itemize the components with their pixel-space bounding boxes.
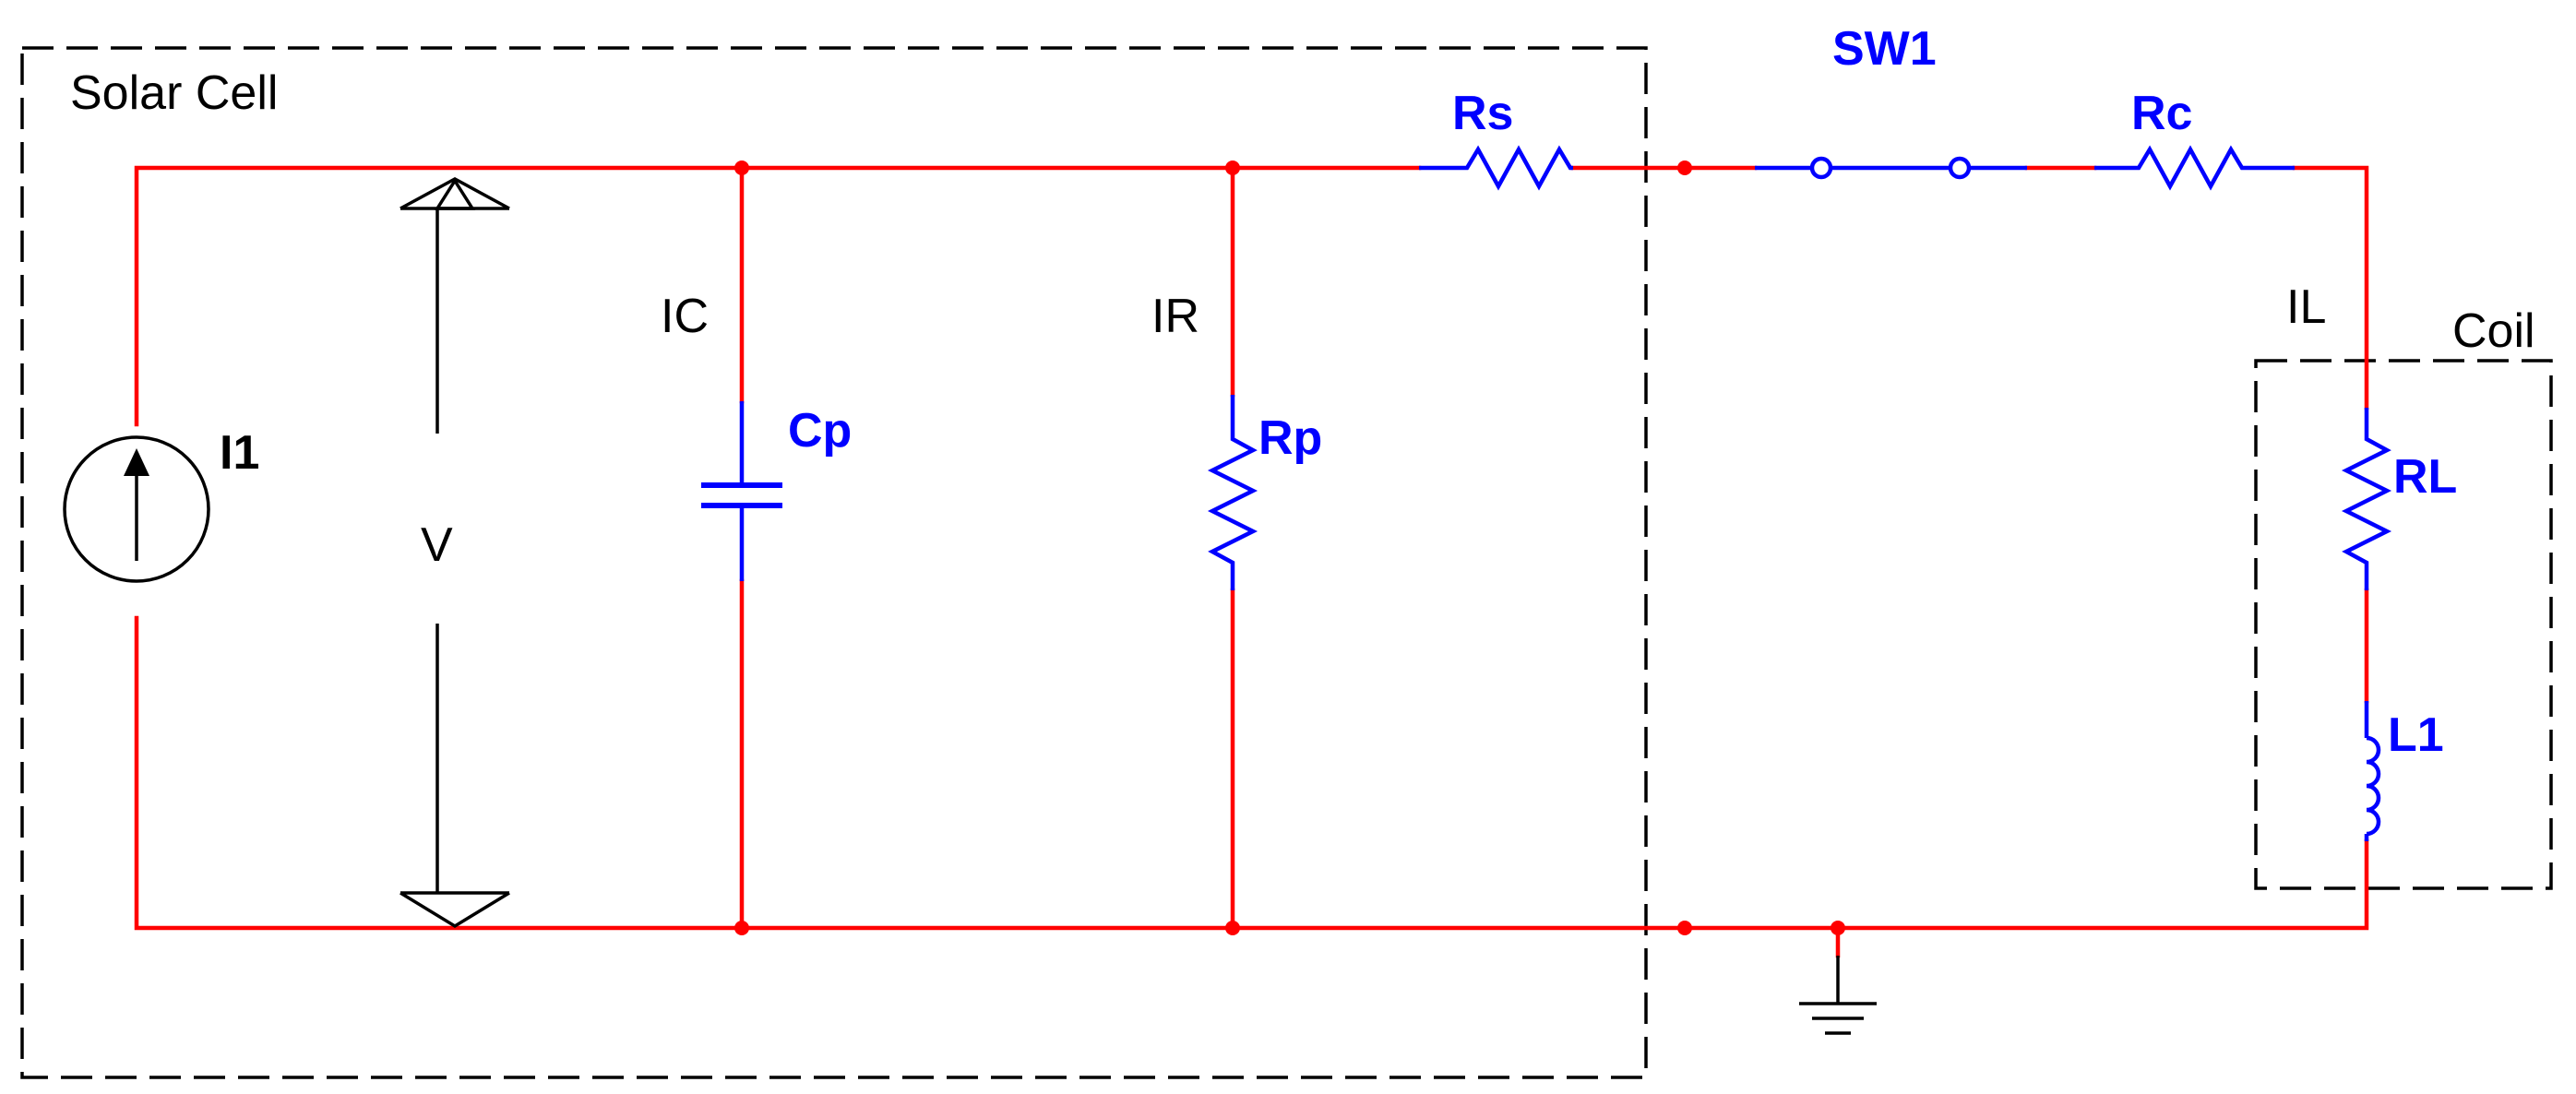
voltage-arrow	[400, 177, 510, 929]
coil-label: Coil	[2452, 304, 2535, 358]
resistor-rp	[1207, 395, 1258, 590]
ground-symbol	[1799, 956, 1877, 1035]
rp-label: Rp	[1258, 411, 1322, 465]
junction-dot	[1831, 921, 1845, 935]
cp-label: Cp	[788, 404, 852, 458]
junction-dot	[1225, 161, 1240, 175]
current-source-i1	[63, 435, 210, 583]
rs-label: Rs	[1452, 87, 1513, 140]
junction-dot	[1677, 161, 1692, 175]
voltage-label: V	[421, 518, 453, 572]
i1-label: I1	[220, 426, 259, 480]
junction-dot	[1225, 921, 1240, 935]
wires	[134, 165, 2369, 958]
il-label: IL	[2286, 280, 2326, 334]
ir-label: IR	[1151, 290, 1199, 343]
rc-label: Rc	[2131, 87, 2192, 140]
solar-cell-boundary	[20, 46, 1648, 1079]
junction-dot	[734, 161, 749, 175]
sw1-label: SW1	[1832, 22, 1937, 76]
junctions	[734, 161, 1845, 935]
switch-sw1	[1755, 156, 2027, 180]
ic-label: IC	[661, 290, 709, 343]
resistor-rs	[1419, 145, 1573, 191]
resistor-rc	[2094, 145, 2295, 191]
l1-label: L1	[2388, 708, 2444, 762]
capacitor-cp	[701, 401, 782, 581]
junction-dot	[1677, 921, 1692, 935]
inductor-l1	[2364, 701, 2381, 841]
solar-cell-label: Solar Cell	[70, 66, 278, 120]
junction-dot	[734, 921, 749, 935]
coil-boundary	[2254, 359, 2553, 890]
resistor-rl	[2341, 408, 2392, 590]
rl-label: RL	[2393, 450, 2457, 504]
